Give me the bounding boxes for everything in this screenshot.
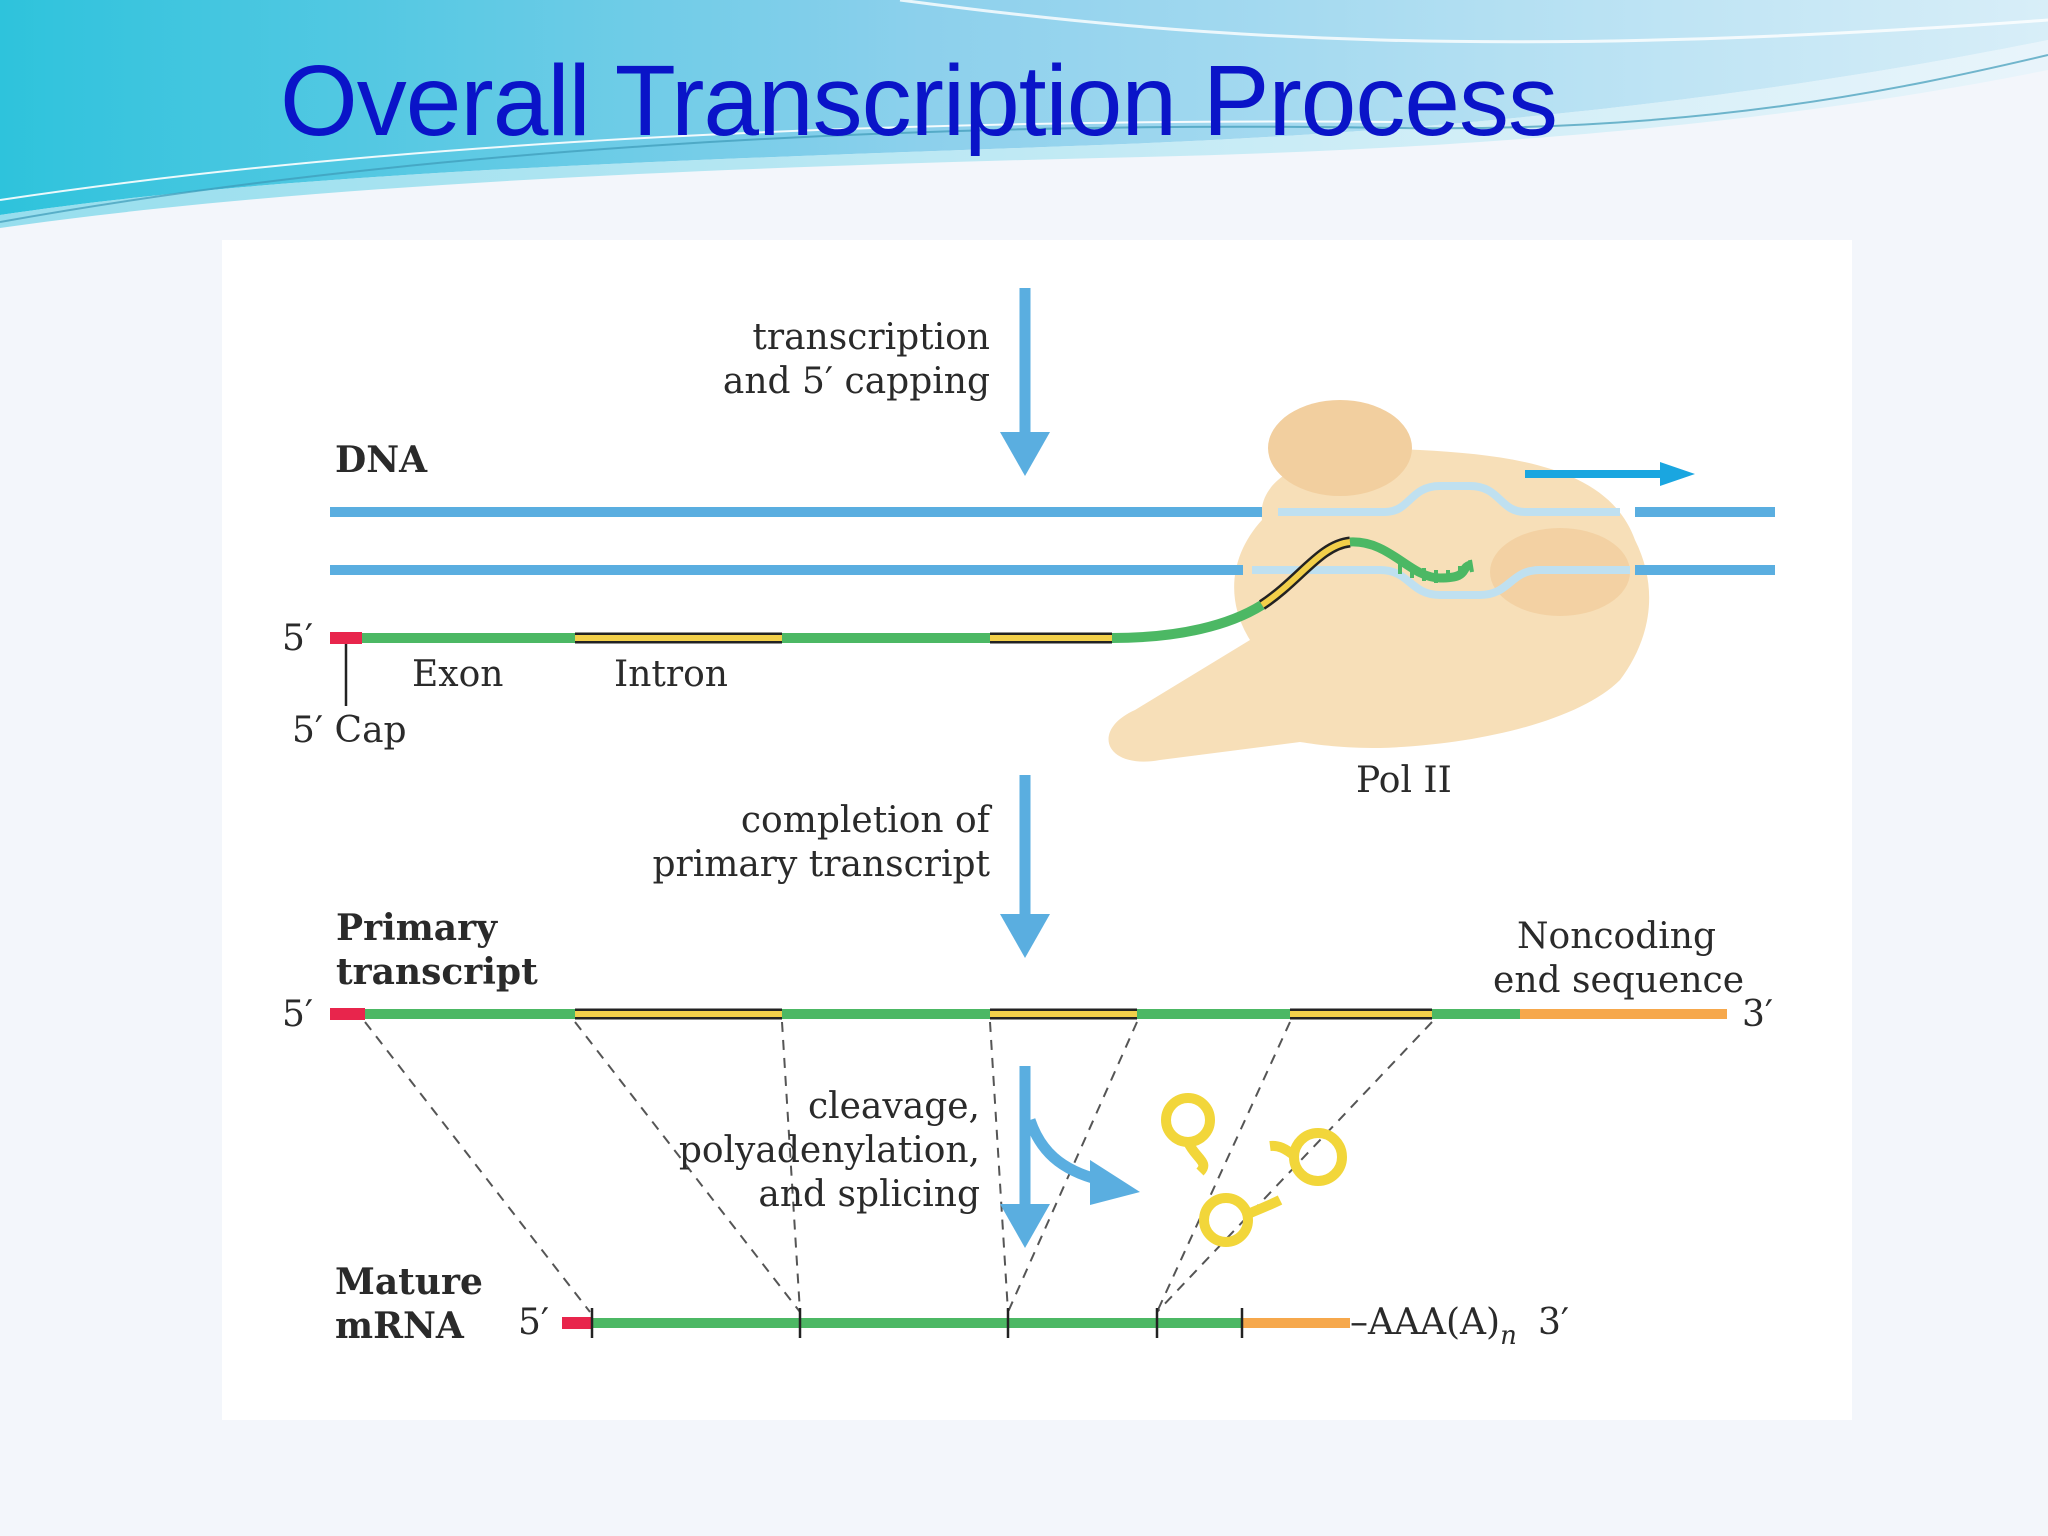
mature-mrna-label-1: Mature bbox=[335, 1261, 483, 1303]
processing-arrow bbox=[1000, 1066, 1140, 1248]
noncoding-label-1: Noncoding bbox=[1517, 916, 1716, 957]
excised-intron-lariats bbox=[1161, 1093, 1347, 1247]
pol-ii-label: Pol II bbox=[1356, 760, 1452, 801]
step-label-transcription-1: transcription bbox=[752, 317, 990, 358]
mature-mrna-label-2: mRNA bbox=[335, 1305, 465, 1347]
exon-label: Exon bbox=[412, 654, 503, 695]
step-label-completion-2: primary transcript bbox=[652, 844, 990, 885]
step-label-processing-3: and splicing bbox=[758, 1174, 980, 1215]
five-prime-label-mature: 5′ bbox=[518, 1302, 549, 1343]
nascent-rna bbox=[330, 536, 1474, 644]
poly-a-subscript: n bbox=[1500, 1321, 1517, 1351]
pol-ii-polymerase bbox=[1108, 400, 1650, 762]
five-prime-label-primary: 5′ bbox=[282, 994, 313, 1035]
step-label-completion-1: completion of bbox=[741, 800, 993, 841]
noncoding-label-2: end sequence bbox=[1493, 960, 1744, 1001]
step-label-processing-2: polyadenylation, bbox=[679, 1130, 980, 1171]
transcription-direction-arrow bbox=[1525, 462, 1695, 486]
three-prime-label-primary: 3′ bbox=[1742, 994, 1773, 1035]
poly-a-tail-label: –AAA(A)n bbox=[1350, 1302, 1517, 1351]
primary-transcript-label-1: Primary bbox=[336, 907, 498, 949]
cap-label: 5′ Cap bbox=[292, 710, 407, 751]
dna-strands bbox=[330, 482, 1775, 599]
three-prime-label-mature: 3′ bbox=[1538, 1302, 1569, 1343]
step-label-processing-1: cleavage, bbox=[808, 1086, 980, 1127]
header-wave bbox=[0, 0, 2048, 228]
intron-label: Intron bbox=[614, 654, 728, 695]
dna-label: DNA bbox=[335, 439, 428, 481]
poly-a-prefix: –AAA(A) bbox=[1350, 1302, 1500, 1343]
mature-mrna bbox=[562, 1308, 1350, 1338]
slide-title: Overall Transcription Process bbox=[280, 45, 1558, 157]
completion-arrow bbox=[1000, 775, 1050, 958]
five-prime-label-top: 5′ bbox=[282, 618, 313, 659]
primary-transcript-label-2: transcript bbox=[336, 951, 538, 993]
transcription-arrow bbox=[1000, 288, 1050, 476]
step-label-transcription-2: and 5′ capping bbox=[723, 361, 990, 402]
